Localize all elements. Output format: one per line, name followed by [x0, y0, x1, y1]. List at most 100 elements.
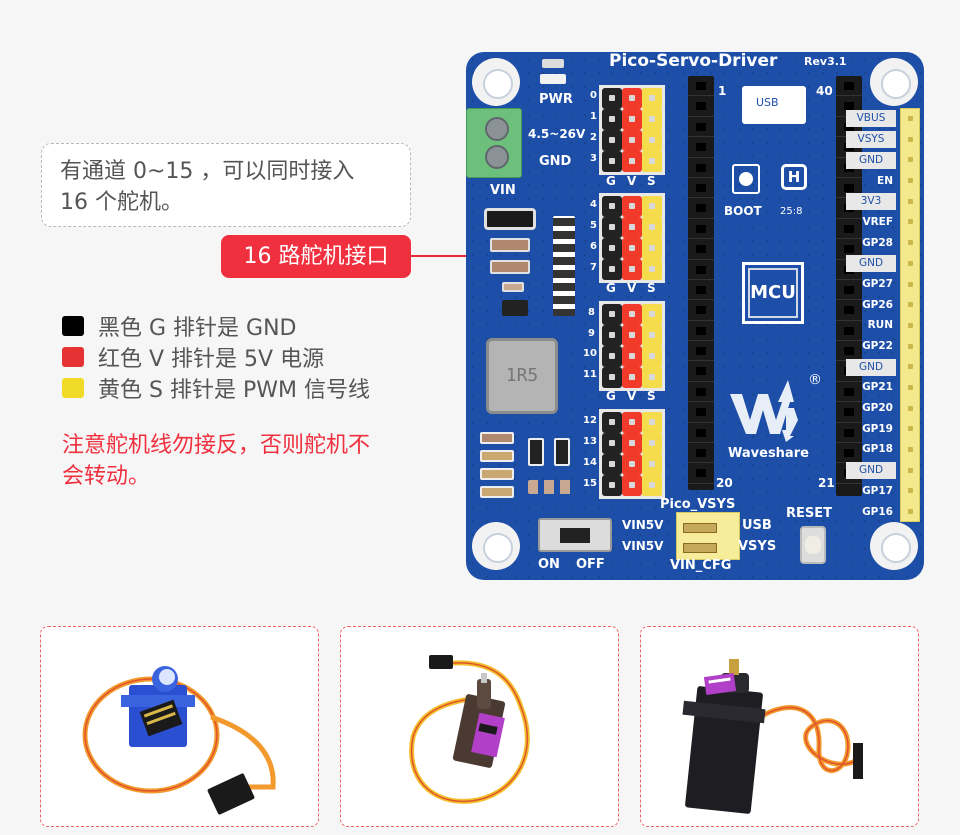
usb-label: USB — [756, 96, 779, 109]
pin-g[interactable] — [602, 454, 622, 475]
pin-v[interactable] — [622, 367, 642, 388]
pin-g[interactable] — [602, 304, 622, 325]
pin-s[interactable] — [642, 259, 662, 280]
pin-label-gp20: GP20 — [862, 402, 893, 414]
pin-g[interactable] — [602, 151, 622, 172]
servo-header-ch12-15[interactable] — [599, 409, 665, 499]
pin-g[interactable] — [602, 238, 622, 259]
pin-s[interactable] — [642, 304, 662, 325]
pin-v[interactable] — [622, 196, 642, 217]
pin-s[interactable] — [642, 109, 662, 130]
pin-s[interactable] — [642, 217, 662, 238]
mount-hole-top-left — [472, 58, 520, 106]
pin-v[interactable] — [622, 238, 642, 259]
warning-line-1: 注意舵机线勿接反，否则舵机不 — [62, 433, 371, 458]
pin-s[interactable] — [642, 412, 662, 433]
pin-g[interactable] — [602, 412, 622, 433]
pin-s[interactable] — [642, 151, 662, 172]
ch-label-1: 1 — [590, 111, 597, 122]
ch-label-4: 4 — [590, 199, 597, 210]
pin-g[interactable] — [602, 196, 622, 217]
pin-label-gp27: GP27 — [862, 278, 893, 290]
pin-label-gp26: GP26 — [862, 299, 893, 311]
pin-v[interactable] — [622, 151, 642, 172]
pico-socket-left[interactable] — [688, 76, 714, 490]
reset-label: RESET — [786, 506, 833, 521]
servo-header-ch8-11[interactable] — [599, 301, 665, 391]
terminal-screw-1 — [485, 117, 509, 141]
pin-label-vref: VREF — [862, 216, 893, 228]
gvs-label-v-1: V — [627, 174, 637, 188]
gvs-label-s-3: S — [647, 389, 656, 403]
pin-g[interactable] — [602, 325, 622, 346]
pin-s[interactable] — [642, 475, 662, 496]
ch-label-0: 0 — [590, 90, 597, 101]
diode-3 — [554, 438, 570, 466]
pin-s[interactable] — [642, 88, 662, 109]
pin-label-gp22: GP22 — [862, 340, 893, 352]
pin-g[interactable] — [602, 88, 622, 109]
pin-v[interactable] — [622, 412, 642, 433]
pin-g[interactable] — [602, 109, 622, 130]
pin-s[interactable] — [642, 367, 662, 388]
jumper-cap-1[interactable] — [683, 523, 717, 533]
product-card-blue-micro-servo[interactable] — [40, 626, 319, 827]
pin-s[interactable] — [642, 433, 662, 454]
pwr-resistor — [542, 59, 564, 68]
capacitor-6 — [480, 486, 514, 498]
pin-g[interactable] — [602, 475, 622, 496]
pin-v[interactable] — [622, 259, 642, 280]
servo-header-ch4-7[interactable] — [599, 193, 665, 283]
pin-g[interactable] — [602, 367, 622, 388]
diode-2 — [528, 438, 544, 466]
pin-g[interactable] — [602, 130, 622, 151]
servo-header-ch0-3[interactable] — [599, 85, 665, 175]
jumper-cap-2[interactable] — [683, 543, 717, 553]
vin5v-label-1: VIN5V — [622, 518, 664, 532]
pin-s[interactable] — [642, 238, 662, 259]
legend-row-gnd: 黑色 G 排针是 GND — [62, 310, 370, 341]
pin-v[interactable] — [622, 88, 642, 109]
ch-label-8: 8 — [588, 307, 595, 318]
reset-button[interactable] — [800, 526, 826, 564]
pin-v[interactable] — [622, 217, 642, 238]
vin-cfg-jumper[interactable] — [676, 512, 740, 560]
product-card-metal-gear-micro-servo[interactable] — [340, 626, 619, 827]
gvs-label-v-3: V — [627, 389, 637, 403]
blue-micro-servo-image — [82, 666, 276, 815]
pico-breakout-pin-strip[interactable] — [900, 108, 920, 522]
vin5v-label-2: VIN5V — [622, 539, 664, 553]
vin-cfg-label: VIN_CFG — [670, 558, 732, 573]
pin-s[interactable] — [642, 325, 662, 346]
regulator-ic — [502, 300, 528, 316]
pin-v[interactable] — [622, 475, 642, 496]
pin-g[interactable] — [602, 346, 622, 367]
boot-button[interactable] — [732, 164, 760, 194]
pin-s[interactable] — [642, 130, 662, 151]
pin-s[interactable] — [642, 346, 662, 367]
yellow-swatch — [62, 377, 84, 398]
pin-v[interactable] — [622, 130, 642, 151]
legend-row-pwm: 黄色 S 排针是 PWM 信号线 — [62, 372, 370, 403]
small-resistors — [528, 480, 572, 494]
terminal-screw-2 — [485, 145, 509, 169]
pin-s[interactable] — [642, 196, 662, 217]
pin-v[interactable] — [622, 304, 642, 325]
pin-g[interactable] — [602, 433, 622, 454]
pin-label-gp28: GP28 — [862, 237, 893, 249]
pin-v[interactable] — [622, 109, 642, 130]
pin-v[interactable] — [622, 454, 642, 475]
pin-g[interactable] — [602, 217, 622, 238]
date-code: 25:8 — [780, 206, 803, 217]
capacitor-5 — [480, 468, 514, 480]
pin-1-label: 1 — [718, 84, 727, 98]
pin-v[interactable] — [622, 346, 642, 367]
pin-v[interactable] — [622, 325, 642, 346]
power-switch[interactable] — [538, 518, 612, 552]
pin-s[interactable] — [642, 454, 662, 475]
pin-g[interactable] — [602, 259, 622, 280]
legend-text-gnd: 黑色 G 排针是 GND — [98, 315, 297, 341]
channel-info-box: 有通道 0~15 ，可以同时接入 16 个舵机。 — [41, 143, 411, 227]
product-card-standard-metal-gear-servo[interactable] — [640, 626, 919, 827]
pin-v[interactable] — [622, 433, 642, 454]
